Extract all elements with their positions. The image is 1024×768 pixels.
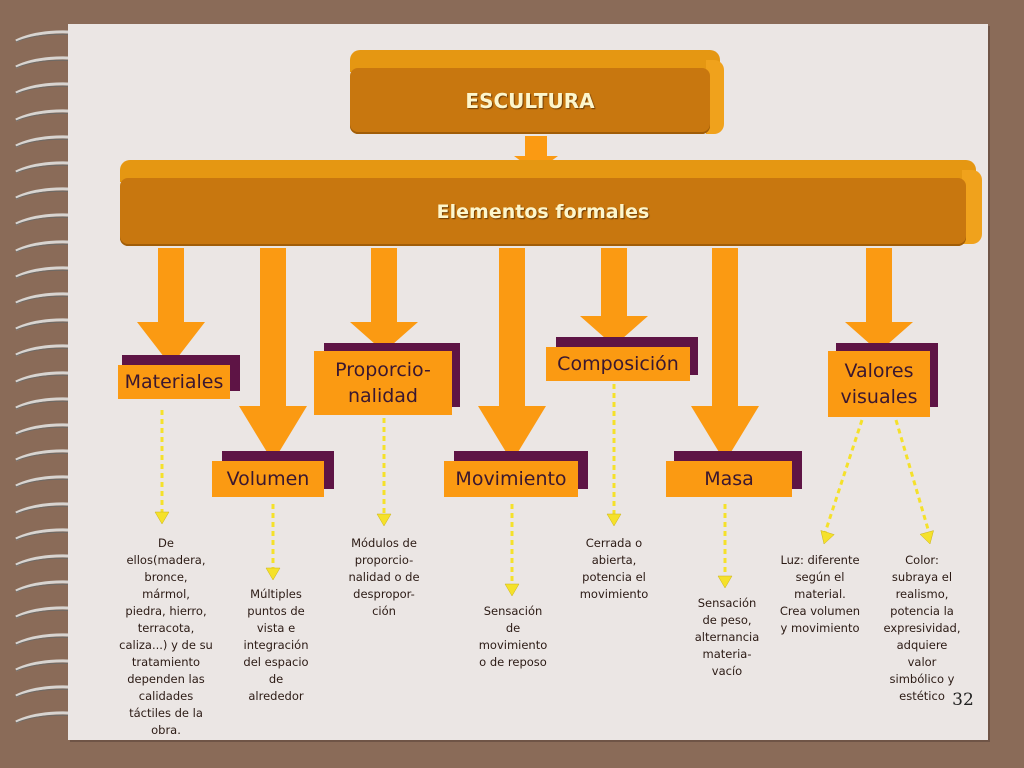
- desc-line: bronce,: [144, 570, 188, 584]
- desc-line: piedra, hierro,: [125, 604, 207, 618]
- proporcionalidad-label-line2: nalidad: [347, 385, 418, 407]
- desc-line: potencia la: [890, 604, 954, 618]
- desc-line: materia-: [702, 647, 752, 661]
- arrow-to-masa: [691, 248, 759, 462]
- desc-line: despropor-: [353, 587, 415, 601]
- dashed-arrow-movimiento: [504, 504, 520, 597]
- desc-line: valor: [907, 655, 937, 669]
- desc-line: potencia el: [582, 570, 646, 584]
- desc-materiales: De ellos(madera, bronce, mármol, piedra,…: [114, 535, 218, 739]
- desc-line: expresividad,: [883, 621, 961, 635]
- desc-line: De: [158, 536, 174, 550]
- desc-line: Sensación: [483, 604, 543, 618]
- proporcionalidad-label-line1: Proporcio-: [335, 359, 431, 381]
- desc-line: obra.: [151, 723, 181, 737]
- desc-line: adquiere: [896, 638, 948, 652]
- desc-masa: Sensación de peso, alternancia materia- …: [684, 595, 770, 680]
- arrow-to-composicion: [580, 248, 648, 346]
- dashed-arrow-color: [894, 419, 934, 545]
- desc-line: subraya el: [891, 570, 953, 584]
- arrow-to-materiales: [137, 248, 205, 366]
- desc-line: integración: [243, 638, 309, 652]
- desc-line: táctiles de la: [129, 706, 203, 720]
- desc-line: vista e: [256, 621, 296, 635]
- desc-line: estético: [899, 689, 945, 703]
- desc-line: ción: [372, 604, 396, 618]
- desc-line: calidades: [138, 689, 194, 703]
- desc-line: puntos de: [247, 604, 305, 618]
- desc-composicion: Cerrada o abierta, potencia el movimient…: [568, 535, 660, 603]
- title-text: ESCULTURA: [465, 89, 595, 113]
- desc-line: Módulos de: [351, 536, 417, 550]
- desc-line: y movimiento: [780, 621, 860, 635]
- composicion-label: Composición: [557, 353, 679, 375]
- desc-proporcionalidad: Módulos de proporcio- nalidad o de despr…: [334, 535, 434, 620]
- desc-luz: Luz: diferente según el material. Crea v…: [770, 552, 870, 637]
- desc-line: abierta,: [591, 553, 637, 567]
- arrow-to-proporcionalidad: [350, 248, 418, 352]
- desc-line: movimiento: [478, 638, 548, 652]
- materiales-label: Materiales: [124, 371, 224, 393]
- desc-volumen: Múltiples puntos de vista e integración …: [230, 586, 322, 705]
- desc-line: Color:: [905, 553, 939, 567]
- desc-line: Crea volumen: [779, 604, 861, 618]
- subtitle-text: Elementos formales: [436, 201, 650, 223]
- desc-color: Color: subraya el realismo, potencia la …: [874, 552, 970, 705]
- desc-line: Sensación: [697, 596, 757, 610]
- desc-line: de: [268, 672, 284, 686]
- desc-line: nalidad o de: [348, 570, 420, 584]
- desc-line: de peso,: [702, 613, 752, 627]
- valores-visuales-label-line2: visuales: [840, 386, 918, 408]
- dashed-arrow-masa: [717, 504, 733, 589]
- desc-line: material.: [794, 587, 846, 601]
- desc-line: simbólico y: [889, 672, 955, 686]
- desc-movimiento: Sensación de movimiento o de reposo: [468, 603, 558, 671]
- desc-line: terracota,: [137, 621, 195, 635]
- desc-line: dependen las: [127, 672, 205, 686]
- arrow-to-valores-visuales: [845, 248, 913, 352]
- dashed-arrow-luz: [820, 419, 864, 545]
- desc-line: del espacio: [243, 655, 309, 669]
- dashed-arrow-proporcionalidad: [376, 418, 392, 527]
- desc-line: Múltiples: [250, 587, 302, 601]
- desc-line: vacío: [711, 664, 743, 678]
- desc-line: ellos(madera,: [126, 553, 206, 567]
- desc-line: o de reposo: [479, 655, 547, 669]
- page-number: 32: [952, 690, 974, 710]
- desc-line: alrededor: [248, 689, 304, 703]
- dashed-arrow-composicion: [606, 384, 622, 527]
- subtitle-box: Elementos formales: [120, 160, 982, 248]
- desc-line: proporcio-: [354, 553, 414, 567]
- desc-line: según el: [795, 570, 845, 584]
- masa-label: Masa: [704, 468, 754, 490]
- desc-line: Cerrada o: [585, 536, 643, 550]
- desc-line: mármol,: [142, 587, 190, 601]
- valores-visuales-label-line1: Valores: [844, 360, 914, 382]
- desc-line: Luz: diferente: [780, 553, 860, 567]
- dashed-arrow-materiales: [154, 410, 170, 525]
- title-box: ESCULTURA: [350, 50, 726, 136]
- desc-line: alternancia: [694, 630, 760, 644]
- desc-line: tratamiento: [131, 655, 201, 669]
- desc-line: realismo,: [895, 587, 949, 601]
- desc-line: de: [505, 621, 521, 635]
- arrow-to-volumen: [239, 248, 307, 462]
- arrow-to-movimiento: [478, 248, 546, 462]
- volumen-label: Volumen: [226, 468, 310, 490]
- desc-line: movimiento: [579, 587, 649, 601]
- dashed-arrow-volumen: [265, 504, 281, 581]
- desc-line: caliza...) y de su: [119, 638, 213, 652]
- movimiento-label: Movimiento: [455, 468, 567, 490]
